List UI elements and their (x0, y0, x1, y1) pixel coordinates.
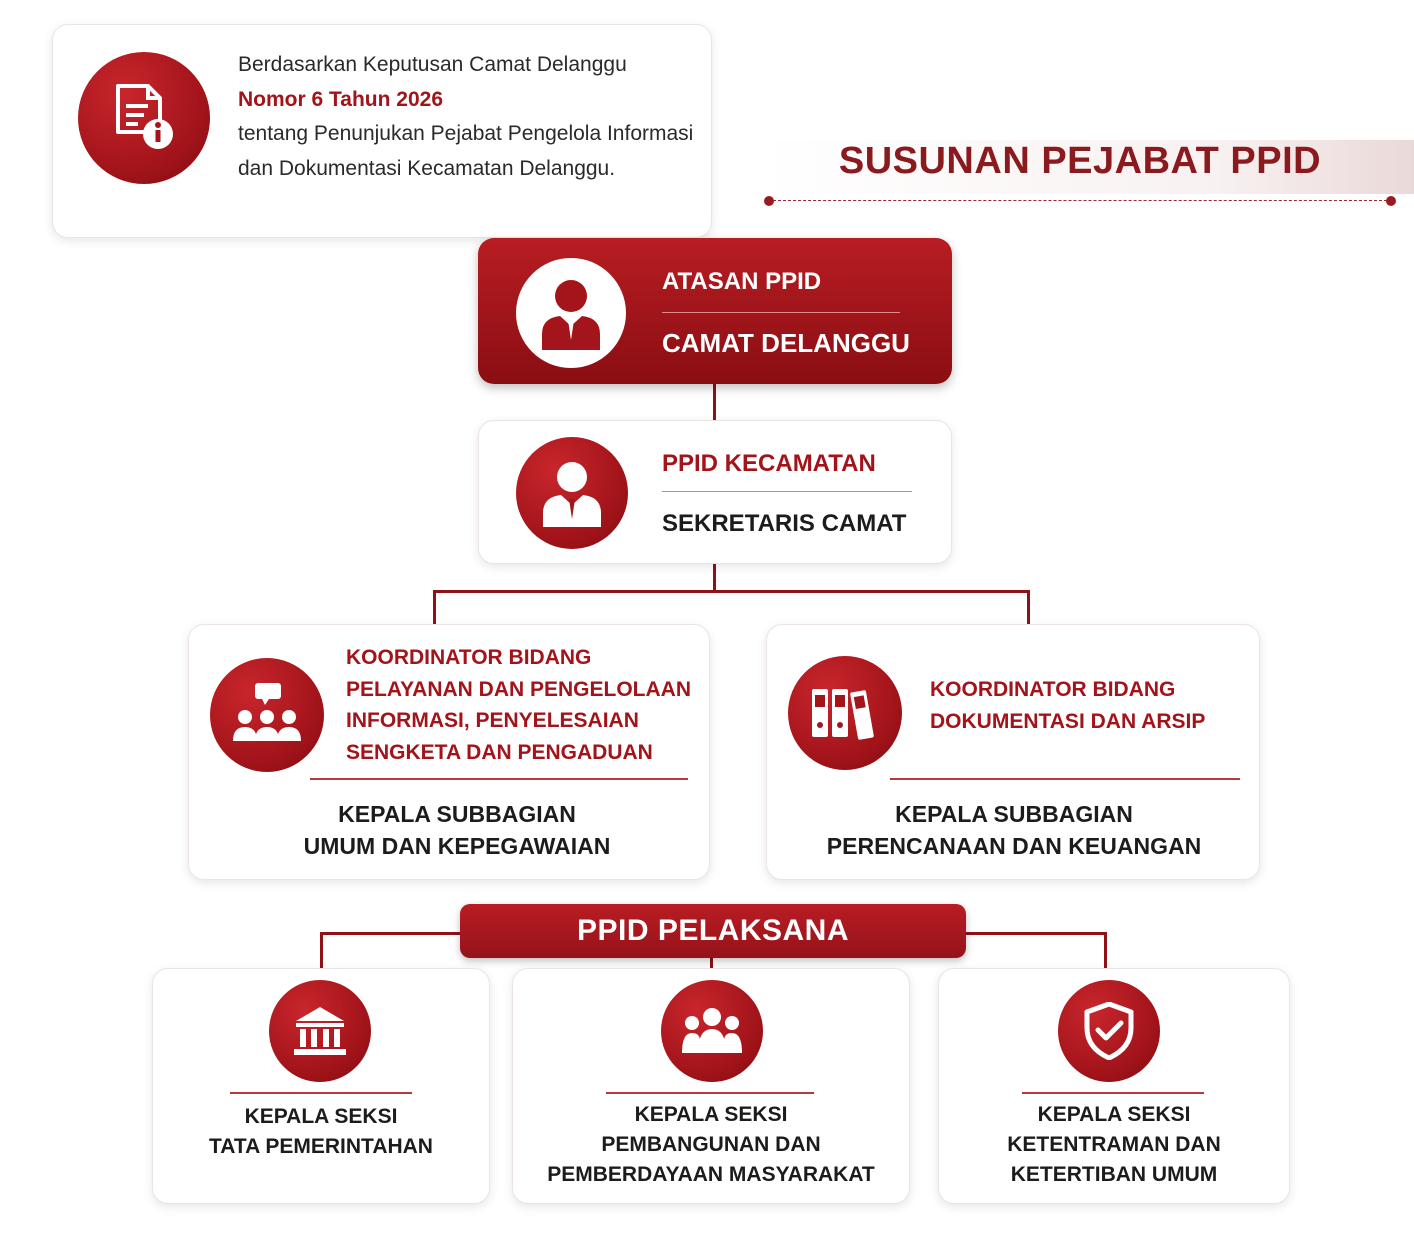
koordinator-pelayanan-divider (310, 778, 688, 780)
holder-line: KEPALA SUBBAGIAN (895, 801, 1133, 827)
koordinator-dokumentasi-divider (890, 778, 1240, 780)
government-building-icon (269, 980, 371, 1082)
binders-icon (788, 656, 902, 770)
connector-ppid-down (713, 564, 716, 592)
unit-line: PEMBERDAYAAN MASYARAKAT (547, 1163, 875, 1186)
unit-line: KETERTIBAN UMUM (1010, 1163, 1218, 1186)
atasan-holder: CAMAT DELANGGU (662, 328, 910, 358)
unit-line: TATA PEMERINTAHAN (209, 1135, 433, 1158)
title-backdrop (760, 140, 1414, 194)
title-underline-dot-left (764, 196, 774, 206)
shield-check-icon (1058, 980, 1160, 1082)
decree-line-1: Berdasarkan Keputusan Camat Delanggu (238, 53, 627, 76)
decree-line-2: tentang Penunjukan Pejabat Pengelola Inf… (238, 122, 694, 180)
unit-line: PEMBANGUNAN DAN (601, 1133, 821, 1156)
connector-pelaksana-right-h (964, 932, 1107, 935)
connector-pelaksana-left-v (320, 932, 323, 968)
unit-tata-pemerintahan-label: KEPALA SEKSI TATA PEMERINTAHAN (152, 1102, 490, 1162)
audience-icon (210, 658, 324, 772)
person-icon (516, 258, 626, 368)
document-info-icon (78, 52, 210, 184)
atasan-role: ATASAN PPID (662, 268, 822, 295)
connector-koordinator-left (433, 590, 436, 624)
decree-text: Berdasarkan Keputusan Camat Delanggu Nom… (238, 48, 698, 186)
unit-divider (606, 1092, 814, 1094)
holder-line: KEPALA SUBBAGIAN (338, 801, 576, 827)
title-underline-dot-right (1386, 196, 1396, 206)
connector-pelaksana-left-h (320, 932, 462, 935)
role-line: PELAYANAN DAN PENGELOLAAN (346, 677, 691, 701)
atasan-divider (662, 312, 900, 313)
koordinator-pelayanan-holder: KEPALA SUBBAGIAN UMUM DAN KEPEGAWAIAN (188, 798, 726, 862)
person-icon (516, 437, 628, 549)
role-line: INFORMASI, PENYELESAIAN (346, 709, 639, 732)
holder-line: PERENCANAAN DAN KEUANGAN (826, 833, 1202, 859)
koordinator-dokumentasi-holder: KEPALA SUBBAGIAN PERENCANAAN DAN KEUANGA… (766, 798, 1262, 862)
connector-atasan-ppid (713, 384, 716, 420)
connector-pelaksana-center (710, 956, 713, 968)
holder-line: UMUM DAN KEPEGAWAIAN (303, 833, 611, 859)
ppid-kecamatan-role: PPID KECAMATAN (662, 450, 876, 477)
connector-koordinator-right (1027, 590, 1030, 624)
community-icon (661, 980, 763, 1082)
ppid-pelaksana-banner: PPID PELAKSANA (460, 904, 966, 958)
unit-ketentraman-label: KEPALA SEKSI KETENTRAMAN DAN KETERTIBAN … (938, 1100, 1290, 1190)
role-line: KOORDINATOR BIDANG (930, 678, 1176, 701)
unit-divider (1022, 1092, 1204, 1094)
page-title: SUSUNAN PEJABAT PPID (838, 140, 1322, 182)
unit-divider (230, 1092, 412, 1094)
ppid-kecamatan-holder: SEKRETARIS CAMAT (662, 510, 907, 537)
unit-line: KEPALA SEKSI (1037, 1103, 1191, 1126)
role-line: DOKUMENTASI DAN ARSIP (930, 709, 1206, 733)
role-line: KOORDINATOR BIDANG (346, 646, 592, 669)
unit-line: KEPALA SEKSI (244, 1105, 398, 1128)
connector-pelaksana-right-v (1104, 932, 1107, 968)
connector-koordinator-horizontal (433, 590, 1030, 593)
koordinator-dokumentasi-role: KOORDINATOR BIDANG DOKUMENTASI DAN ARSIP (930, 674, 1250, 737)
ppid-divider (662, 491, 912, 492)
unit-pembangunan-label: KEPALA SEKSI PEMBANGUNAN DAN PEMBERDAYAA… (512, 1100, 910, 1190)
title-underline (768, 200, 1392, 201)
role-line: SENGKETA DAN PENGADUAN (346, 740, 653, 764)
decree-number: Nomor 6 Tahun 2026 (238, 87, 443, 111)
unit-line: KEPALA SEKSI (634, 1103, 788, 1126)
unit-line: KETENTRAMAN DAN (1007, 1133, 1221, 1156)
koordinator-pelayanan-role: KOORDINATOR BIDANG PELAYANAN DAN PENGELO… (346, 642, 696, 768)
